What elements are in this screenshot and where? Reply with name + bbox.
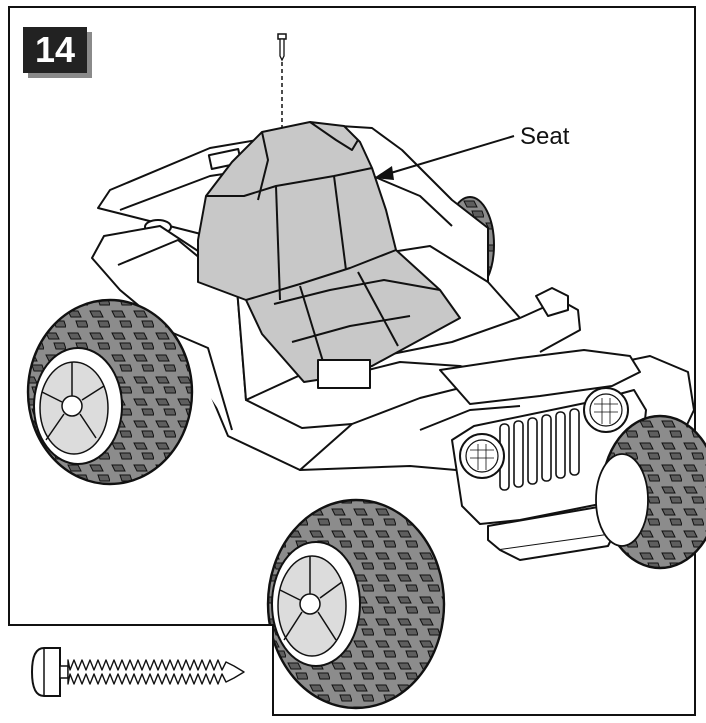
- front-right-tire: [595, 414, 706, 570]
- headlight-right-icon: [583, 387, 629, 433]
- callout-arrow: [374, 135, 515, 180]
- rear-left-tire: [26, 298, 194, 486]
- seat-part: [197, 121, 461, 389]
- step-number: 14: [34, 29, 76, 70]
- seat-callout-label: Seat: [520, 123, 570, 150]
- step-number-badge: 14: [23, 27, 87, 73]
- seat-screw-icon: [277, 33, 287, 128]
- front-left-tire: [266, 498, 446, 710]
- headlight-left-icon: [459, 433, 505, 479]
- screw-inset-panel: [8, 624, 274, 716]
- front-grille: [499, 408, 580, 491]
- screw-icon: [30, 647, 245, 697]
